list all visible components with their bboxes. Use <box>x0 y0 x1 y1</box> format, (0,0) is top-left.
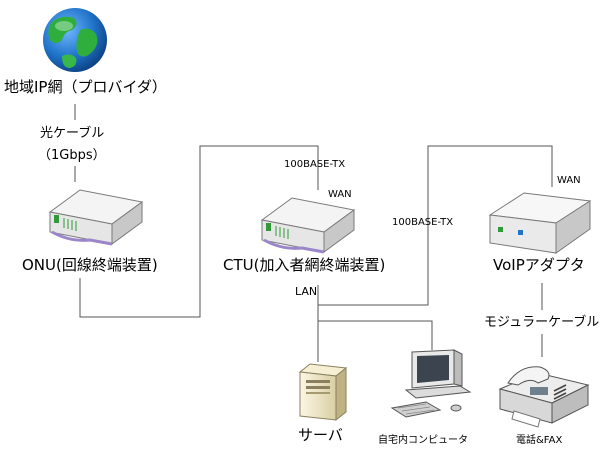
ctu-voip-line <box>318 145 553 306</box>
server-tower-icon <box>298 363 348 422</box>
onu-label: ONU(回線終端装置) <box>22 256 158 274</box>
globe-icon <box>43 8 107 72</box>
ctu-wan-label: WAN <box>328 189 352 200</box>
internet-label: 地域IP網（プロバイダ） <box>4 78 167 96</box>
voip-adapter-label: VoIPアダプタ <box>493 256 585 274</box>
onu-ctu-port-label: 100BASE-TX <box>284 159 346 170</box>
onu-ctu-line <box>79 145 319 318</box>
fax-phone-icon <box>498 366 590 428</box>
phone-fax-label: 電話&FAX <box>516 435 563 446</box>
fiber-cable-label: 光ケーブル <box>40 126 105 141</box>
ctu-voip-port-label: 100BASE-TX <box>392 217 454 228</box>
ctu-label: CTU(加入者網終端装置) <box>223 256 386 274</box>
server-label: サーバ <box>298 426 343 444</box>
onu-device-icon <box>48 189 144 246</box>
ctu-device-icon <box>260 197 356 254</box>
pc-label: 自宅内コンピュータ <box>378 435 468 446</box>
voip-adapter-icon <box>488 192 592 254</box>
ctu-lan-label: LAN <box>295 285 318 298</box>
fiber-speed-label: （1Gbps） <box>38 148 106 163</box>
modular-cable-label: モジュラーケーブル <box>484 315 600 330</box>
voip-wan-label: WAN <box>557 175 581 186</box>
lan-pc-line <box>318 320 433 350</box>
desktop-computer-icon <box>390 349 472 418</box>
connection-lines <box>74 104 553 362</box>
